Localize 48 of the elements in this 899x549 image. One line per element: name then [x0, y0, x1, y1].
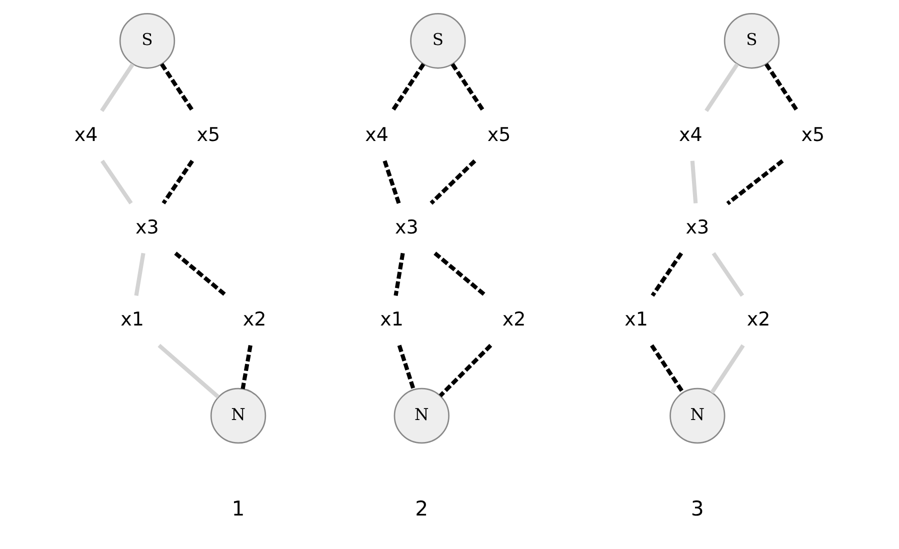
node-text: x5 [487, 124, 511, 146]
connector [158, 344, 220, 398]
node-text: x1 [120, 308, 144, 331]
connector [100, 62, 134, 112]
node-text: x4 [74, 124, 98, 146]
connector [390, 62, 426, 112]
connector [712, 252, 744, 297]
connector [397, 344, 416, 390]
node-text: x3 [395, 216, 418, 238]
connector [710, 344, 745, 394]
connector [174, 252, 228, 298]
node-circle: N [210, 388, 266, 444]
connector [438, 344, 492, 398]
connector [394, 252, 405, 296]
node-text: x2 [746, 308, 770, 331]
connector [162, 160, 194, 204]
node-text: x4 [365, 124, 388, 146]
connector [764, 62, 799, 112]
connector [430, 159, 476, 205]
connector [100, 160, 133, 204]
node-circle: S [724, 13, 780, 69]
connector [726, 159, 784, 206]
node-circle: N [670, 388, 726, 444]
node-text: x1 [624, 308, 648, 331]
node-text: x5 [801, 124, 825, 146]
connector [382, 160, 401, 204]
connector [650, 344, 685, 394]
connector [240, 345, 252, 390]
connector [160, 62, 194, 112]
connector [450, 62, 486, 112]
label: 3 [690, 496, 704, 521]
connector [704, 62, 739, 112]
label: 1 [232, 496, 245, 521]
node-text: x3 [136, 216, 159, 238]
node-circle: S [410, 13, 466, 69]
node-text: x5 [196, 124, 220, 146]
node-text: x1 [380, 308, 404, 331]
node-text: x4 [678, 124, 702, 146]
node-text: x2 [242, 308, 266, 331]
connector [690, 160, 698, 204]
connector [650, 252, 684, 297]
node-circle: S [119, 13, 176, 69]
node-circle: N [394, 388, 450, 444]
connector [434, 252, 488, 298]
node-text: x2 [502, 308, 526, 331]
connector [134, 252, 146, 296]
label: 2 [415, 496, 428, 521]
node-text: x3 [686, 216, 710, 238]
